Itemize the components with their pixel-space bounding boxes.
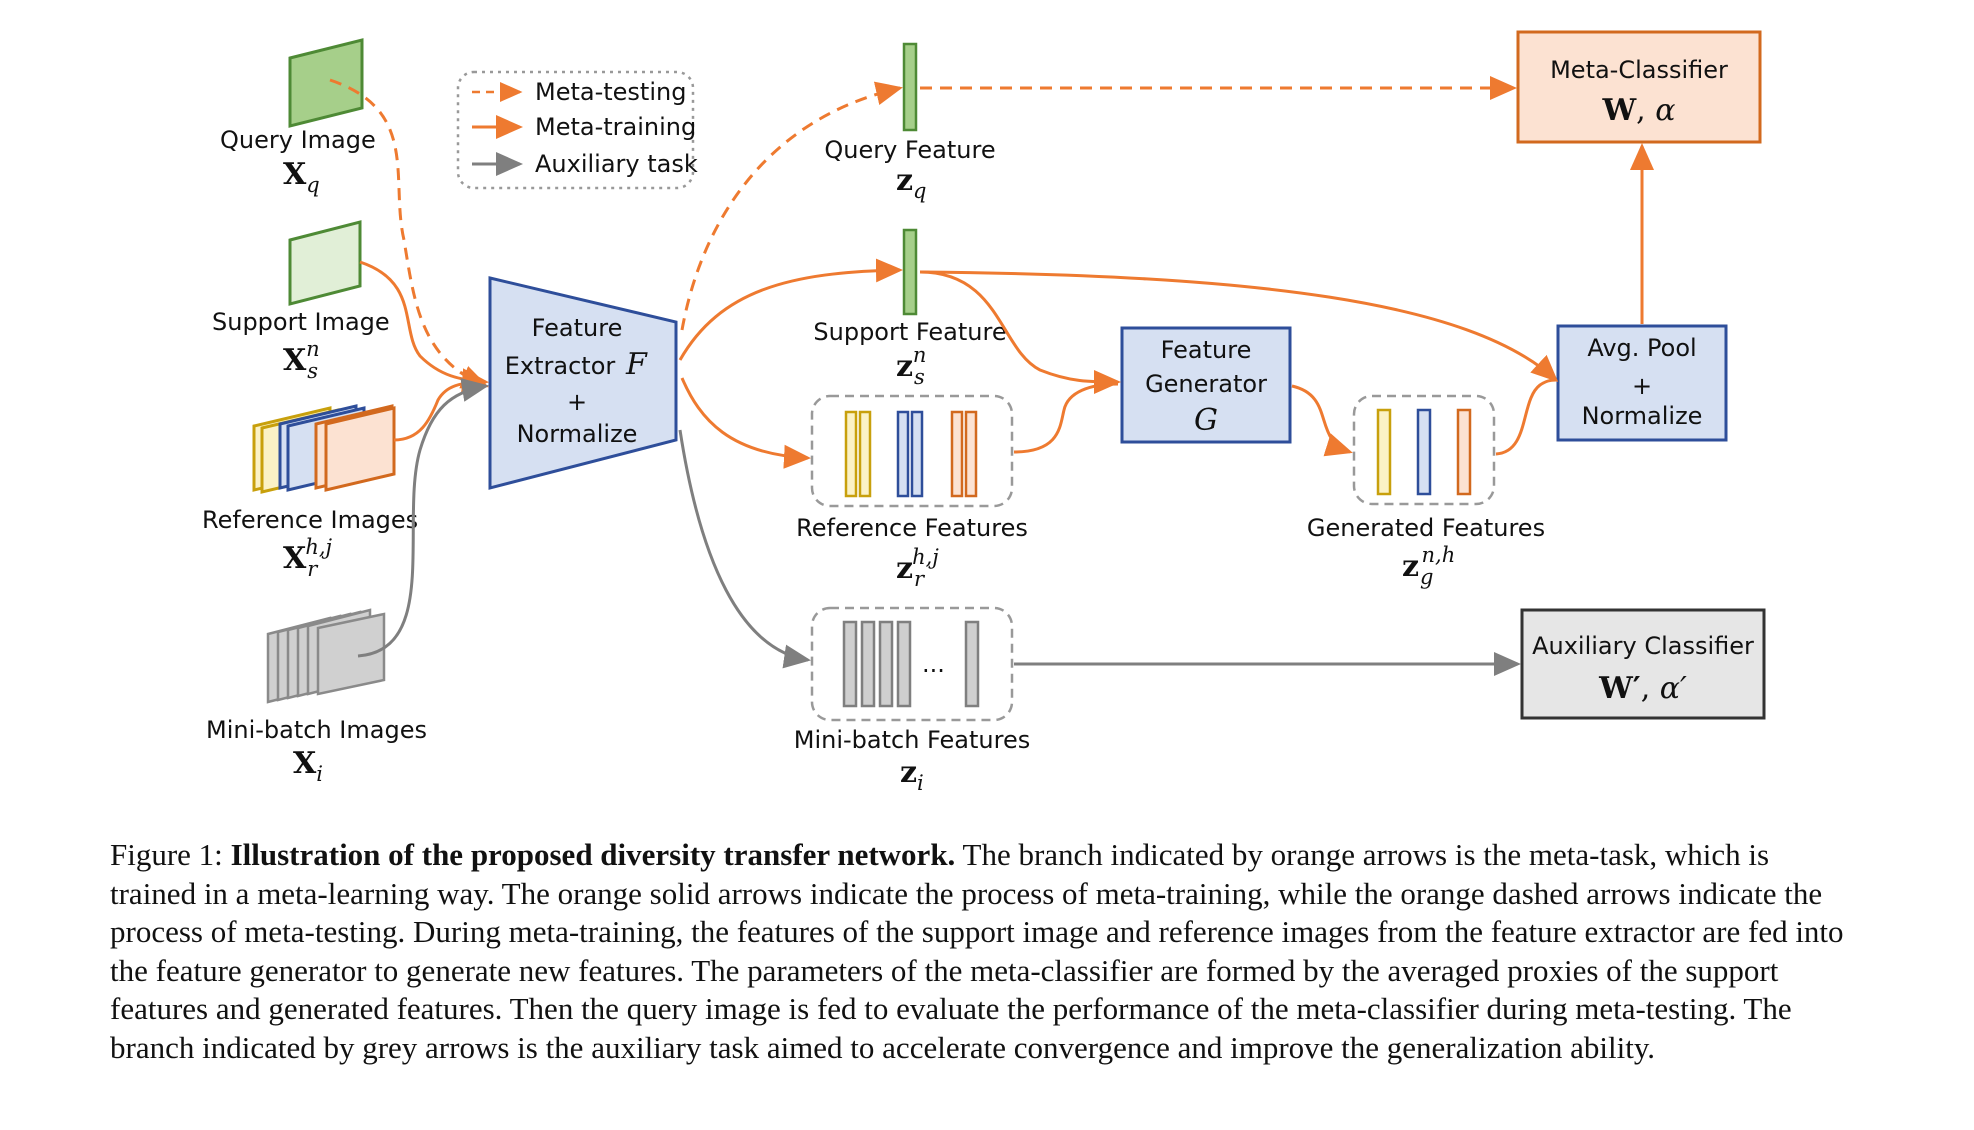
query-image-label: Query Image (220, 126, 376, 154)
query-image: Query Image Xq (220, 38, 376, 197)
support-feature-symbol: zsn (896, 343, 926, 389)
arrow-extractor-to-query-feature (680, 81, 903, 331)
mini-batch-features: ... Mini-batch Features zi (794, 606, 1031, 795)
feature-generator-line1: Feature (1161, 336, 1252, 364)
legend-auxiliary-task: Auxiliary task (535, 150, 698, 178)
generated-features-label: Generated Features (1307, 514, 1545, 542)
arrow-generated-features-to-avg-pool (1495, 378, 1557, 456)
support-feature: Support Feature zsn (813, 228, 1007, 389)
arrow-extractor-to-reference-features (680, 377, 811, 469)
diagram: Meta-testing Meta-training Auxiliary tas… (202, 30, 1766, 795)
feature-generator-line2: Generator (1145, 370, 1267, 398)
mini-batch-features-label: Mini-batch Features (794, 726, 1031, 754)
legend: Meta-testing Meta-training Auxiliary tas… (456, 70, 698, 190)
figure-caption: Figure 1: Illustration of the proposed d… (110, 836, 1860, 1067)
support-image-label: Support Image (212, 308, 390, 336)
arrow-support-image-to-extractor (359, 260, 489, 393)
caption-prefix: Figure 1: (110, 837, 231, 872)
avg-pool: Avg. Pool + Normalize (1556, 324, 1728, 442)
arrow-mini-batch-images-to-extractor (357, 378, 489, 658)
meta-classifier-symbol: W, α (1601, 93, 1675, 128)
query-feature-label: Query Feature (824, 136, 995, 164)
reference-images-label: Reference Images (202, 506, 418, 534)
feature-extractor-var: F (625, 347, 648, 382)
query-feature-symbol: zq (896, 163, 927, 203)
arrow-reference-features-to-generator (1013, 382, 1119, 454)
generated-features: Generated Features zgn,h (1307, 394, 1545, 589)
avg-pool-line2: Normalize (1582, 402, 1703, 430)
support-feature-label: Support Feature (813, 318, 1006, 346)
generated-features-symbol: zgn,h (1402, 543, 1455, 589)
mini-batch-images-symbol: Xi (293, 746, 323, 786)
arrow-query-image-to-extractor (329, 78, 489, 389)
mini-batch-images: Mini-batch Images Xi (206, 608, 427, 786)
feature-generator: Feature Generator G (1120, 326, 1292, 444)
mini-batch-images-label: Mini-batch Images (206, 716, 427, 744)
query-feature: Query Feature zq (824, 42, 996, 203)
feature-extractor-plus: + (567, 388, 587, 416)
arrow-extractor-to-support-feature (678, 258, 903, 361)
feature-extractor: Feature Extractor F + Normalize (488, 276, 678, 490)
meta-classifier-label: Meta-Classifier (1550, 56, 1728, 84)
feature-extractor-line2: Extractor (505, 352, 616, 380)
caption-title: Illustration of the proposed diversity t… (230, 837, 956, 872)
mini-batch-dots: ... (922, 650, 945, 678)
support-image-symbol: Xsn (283, 337, 320, 383)
legend-meta-training: Meta-training (535, 113, 696, 141)
reference-images-symbol: Xrh,j (283, 535, 333, 581)
legend-meta-testing: Meta-testing (535, 78, 686, 106)
avg-pool-line1: Avg. Pool (1587, 334, 1696, 362)
arrow-support-feature-to-avg-pool (919, 270, 1559, 383)
reference-features-symbol: zrh,j (896, 545, 939, 591)
arrow-extractor-to-mini-batch-features (678, 429, 811, 669)
auxiliary-classifier-symbol: W′, α′ (1598, 671, 1687, 706)
mini-batch-features-symbol: zi (900, 755, 924, 795)
support-image: Support Image Xsn (212, 220, 390, 383)
caption-body: The branch indicated by orange arrows is… (110, 837, 1844, 1065)
auxiliary-classifier: Auxiliary Classifier W′, α′ (1520, 608, 1766, 720)
reference-images: Reference Images Xrh,j (202, 404, 418, 581)
auxiliary-classifier-label: Auxiliary Classifier (1532, 632, 1754, 660)
query-image-symbol: Xq (283, 157, 320, 197)
reference-features-label: Reference Features (796, 514, 1028, 542)
arrow-generator-to-generated-features (1291, 384, 1353, 457)
feature-generator-var: G (1194, 403, 1218, 438)
meta-classifier: Meta-Classifier W, α (1516, 30, 1762, 144)
arrow-support-feature-to-generator (919, 270, 1121, 394)
arrows (329, 76, 1654, 676)
feature-extractor-line1: Feature (532, 314, 623, 342)
avg-pool-plus: + (1632, 372, 1652, 400)
feature-extractor-line3: Normalize (517, 420, 638, 448)
reference-features: Reference Features zrh,j (796, 394, 1028, 591)
